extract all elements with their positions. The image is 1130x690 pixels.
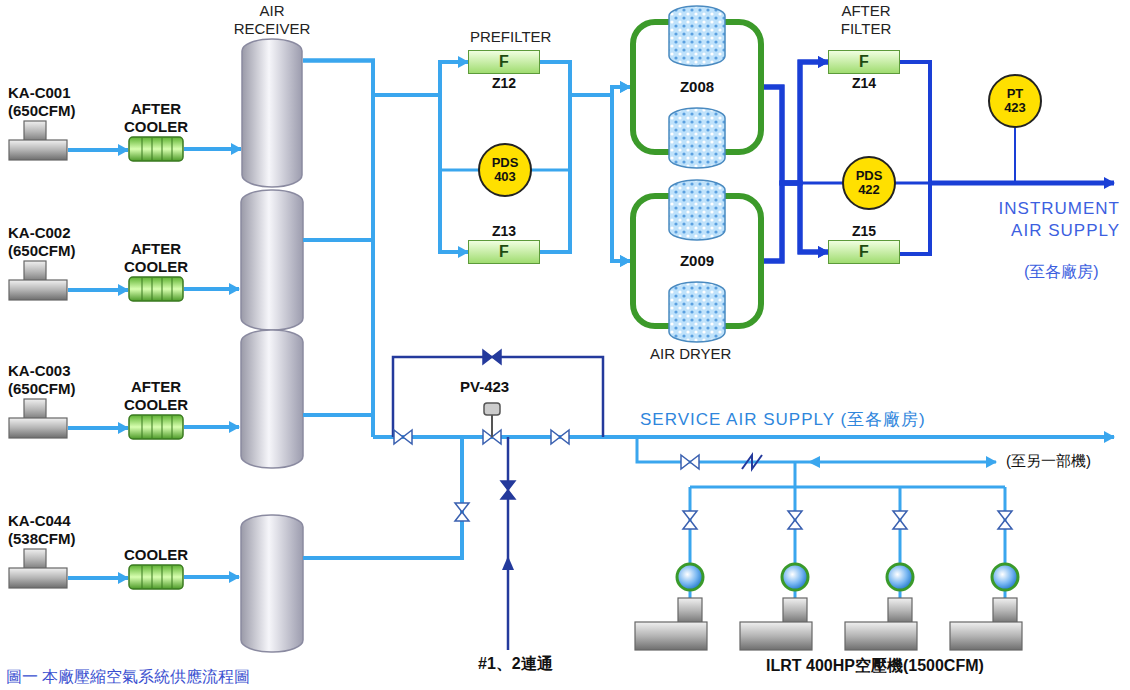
cooler-symbol <box>128 136 184 162</box>
filter-mark: F <box>859 243 869 261</box>
diagram-label: AFTER FILTER <box>826 2 906 38</box>
compressor-label: KA-C001 (650CFM) <box>8 84 100 120</box>
filter-element: F <box>828 240 900 264</box>
dryer-label-box: Z008 <box>630 78 764 96</box>
air-receiver: AIR RECEIVER <box>232 2 312 188</box>
after-cooler: AFTER COOLER <box>110 240 202 302</box>
diagram-label: (至另一部機) <box>1006 452 1091 471</box>
pipe-connector <box>68 426 128 430</box>
ilrt-strainers <box>677 564 1018 590</box>
pipe-connector <box>764 183 828 261</box>
cooler-symbol <box>128 414 184 440</box>
cooler-label: AFTER COOLER <box>110 240 202 276</box>
pipe-connector <box>764 87 828 252</box>
filter-element: F <box>828 50 900 74</box>
compressor: KA-C002 (650CFM) <box>8 224 100 302</box>
filter-tag: Z15 <box>852 222 876 240</box>
filter-tag: Z14 <box>852 74 876 92</box>
air-receivers <box>241 190 303 652</box>
filter-mark: F <box>499 53 509 71</box>
pipe-connector <box>184 147 241 151</box>
after-cooler: AFTER COOLER <box>110 100 202 162</box>
figure-caption: 圖一 本廠壓縮空氣系統供應流程圖 <box>6 667 250 688</box>
instrument-tag: PT 423 <box>998 87 1032 115</box>
cooler-symbol <box>128 564 184 590</box>
after-cooler: AFTER COOLER <box>110 378 202 440</box>
diagram-label: PV-423 <box>460 378 509 395</box>
compressor-label: KA-C044 (538CFM) <box>8 512 100 548</box>
diagram-label: ILRT 400HP空壓機(1500CFM) <box>766 656 984 677</box>
pipe-connector <box>540 95 630 261</box>
compressor-symbol <box>8 260 68 302</box>
filter-element: F <box>468 50 540 74</box>
compressor: KA-C044 (538CFM) <box>8 512 100 590</box>
air-dryer: Z009 <box>630 178 764 344</box>
flow-arrow <box>502 556 514 570</box>
diagram-label: AIR DRYER <box>650 345 731 362</box>
pipe-connector <box>540 62 630 261</box>
pipe-connector <box>68 288 128 292</box>
compressor: KA-C003 (650CFM) <box>8 362 100 440</box>
pipe-connector <box>303 61 468 253</box>
compressor: KA-C001 (650CFM) <box>8 84 100 162</box>
dark-valves <box>483 350 515 499</box>
diagram-label: SERVICE AIR SUPPLY (至各廠房) <box>640 408 926 431</box>
cooler-symbol <box>128 276 184 302</box>
pipe-connector <box>303 61 468 96</box>
dryer-tag: Z009 <box>630 252 764 270</box>
filter-tag: Z12 <box>492 74 516 92</box>
pressure-instrument: PT 423 <box>988 74 1042 128</box>
pipe-connector <box>68 576 128 580</box>
filter-mark: F <box>859 53 869 71</box>
filter: F Z13 <box>466 222 542 264</box>
diagram-label: PREFILTER <box>470 28 551 45</box>
ilrt-compressors <box>635 598 1022 650</box>
valves <box>394 430 1012 529</box>
diagram-label: #1、2連通 <box>478 654 553 675</box>
air-dryer: Z008 <box>630 4 764 170</box>
pipe-connector <box>764 62 828 261</box>
filter: F Z15 <box>826 222 902 264</box>
diagram-label: (至各廠房) <box>1024 262 1099 283</box>
filter-tag: Z13 <box>492 222 516 240</box>
cooler-label: AFTER COOLER <box>110 100 202 136</box>
air-pipes <box>184 95 1114 600</box>
compressor-symbol <box>8 398 68 440</box>
compressor-label: KA-C002 (650CFM) <box>8 224 100 260</box>
pipe-connector <box>540 62 630 95</box>
flow-arrow <box>808 456 820 468</box>
pipe-connector <box>764 62 828 183</box>
receiver-vessel <box>241 38 303 188</box>
bypass-lines <box>393 357 762 650</box>
pressure-instrument: PDS 403 <box>478 143 532 197</box>
pipe-connector <box>68 148 128 152</box>
instrument-tag: PDS 403 <box>488 156 522 184</box>
cooler-label: COOLER <box>110 546 202 564</box>
compressor-symbol <box>8 120 68 162</box>
dryer-label-box: Z009 <box>630 252 764 270</box>
pressure-instrument: PDS 422 <box>842 156 896 210</box>
compressor-symbol <box>8 548 68 590</box>
diagram-label: INSTRUMENT AIR SUPPLY <box>966 198 1120 242</box>
compressor-label: KA-C003 (650CFM) <box>8 362 100 398</box>
cooler-label: AFTER COOLER <box>110 378 202 414</box>
receiver-label: AIR RECEIVER <box>232 2 312 38</box>
dryer-tag: Z008 <box>630 78 764 96</box>
filter: F Z14 <box>826 50 902 92</box>
filter-element: F <box>468 240 540 264</box>
after-cooler: COOLER <box>110 546 202 590</box>
filter-mark: F <box>499 243 509 261</box>
pv-actuator <box>484 403 500 437</box>
pipe-connector <box>540 87 630 252</box>
filter: F Z12 <box>466 50 542 92</box>
instrument-tag: PDS 422 <box>852 169 886 197</box>
